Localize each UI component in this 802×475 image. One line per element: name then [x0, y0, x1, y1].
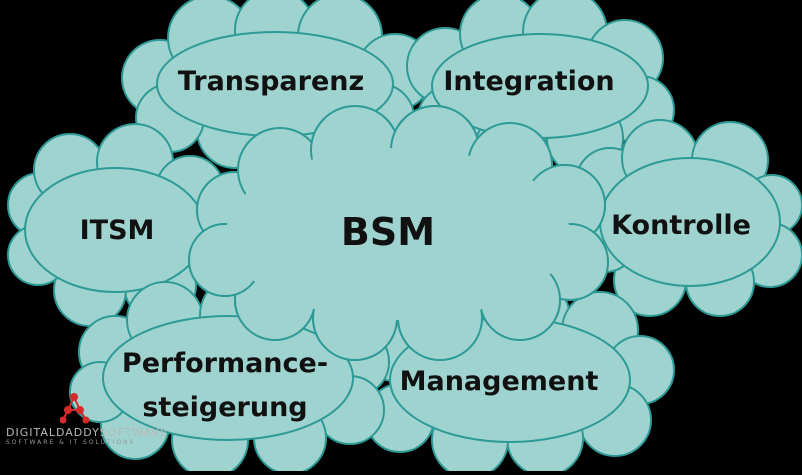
- label-management: Management: [399, 366, 599, 397]
- label-transparenz: Transparenz: [177, 66, 365, 97]
- label-performance-line2: steigerung: [142, 392, 308, 423]
- watermark-tagline: SOFTWARE & IT SOLUTIONS: [6, 439, 136, 446]
- label-itsm: ITSM: [79, 215, 155, 246]
- label-bsm: BSM: [340, 210, 436, 254]
- label-kontrolle: Kontrolle: [611, 210, 751, 241]
- watermark-brand: DIGITALDADDYSOFTWAVE: [6, 426, 168, 439]
- network-logo-icon: [60, 393, 90, 424]
- label-performance: Performance- steigerung: [100, 342, 350, 430]
- watermark-logo: DIGITALDADDYSOFTWAVE SOFTWARE & IT SOLUT…: [4, 392, 180, 452]
- label-performance-line1: Performance-: [121, 348, 329, 379]
- label-integration: Integration: [443, 66, 615, 97]
